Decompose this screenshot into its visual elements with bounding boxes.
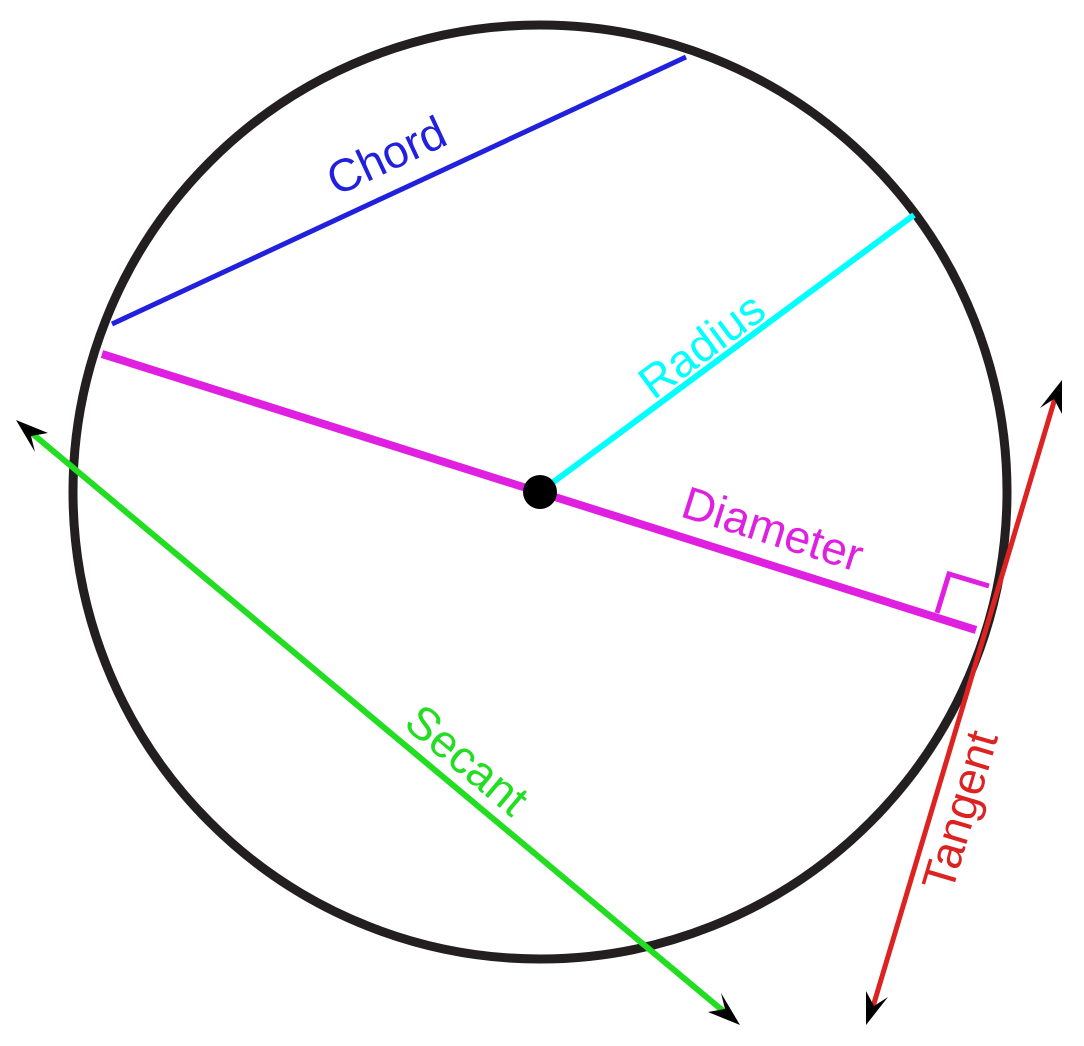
tangent-arrowhead-bottom (866, 991, 888, 1025)
right-angle-marker (934, 570, 990, 614)
circle-outline (68, 20, 1012, 964)
chord-label: Chord (318, 105, 454, 205)
secant-arrowhead-start (16, 420, 48, 452)
chord-line (110, 54, 688, 327)
tangent-line (869, 394, 1059, 1011)
radius-line (538, 212, 916, 495)
secant-arrowhead-end (708, 993, 740, 1025)
secant-line (26, 427, 730, 1018)
radius-label: Radius (628, 282, 774, 409)
tangent-arrowhead-top (1040, 380, 1062, 414)
center-point (523, 475, 557, 509)
secant-label: Secant (396, 694, 539, 826)
